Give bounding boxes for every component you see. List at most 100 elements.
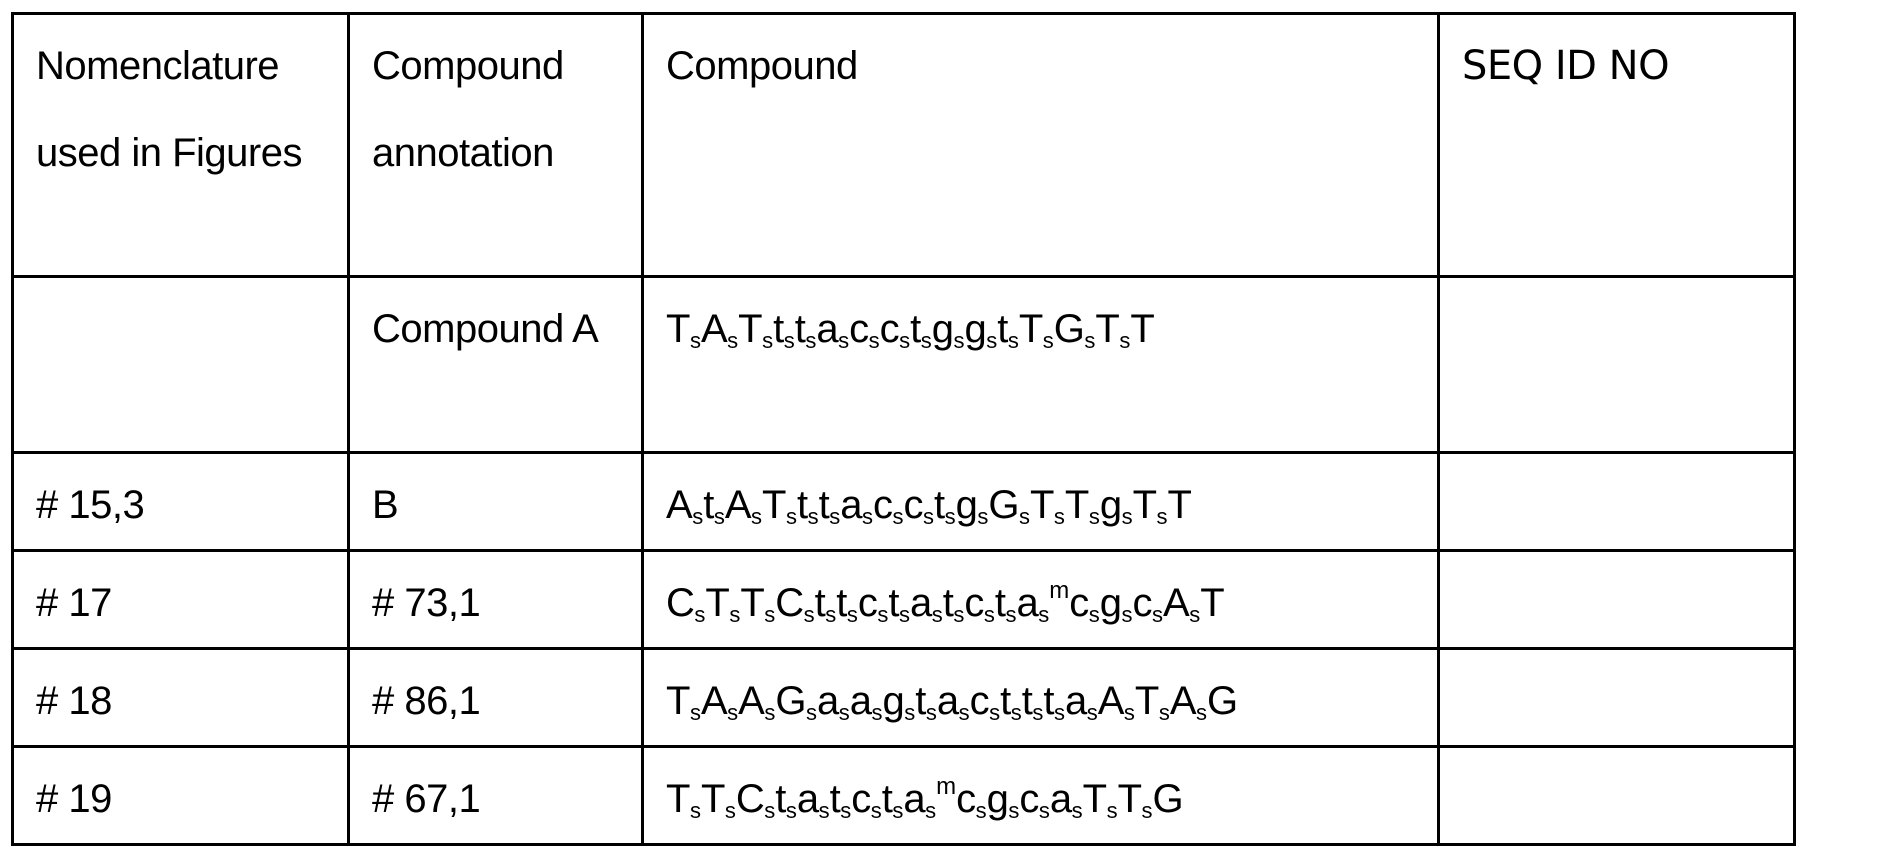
methyl-prefix: m	[936, 773, 957, 800]
cell-nomenclature: # 15,3	[11, 451, 350, 552]
nucleotide: A	[1097, 679, 1125, 723]
nucleotide: T	[738, 307, 763, 351]
cell-annotation: # 67,1	[347, 745, 644, 846]
table-row: # 19 # 67,1 TsTsCstsastscstsasmcsgscsasT…	[11, 745, 1796, 846]
linkage-subscript: s	[764, 602, 776, 627]
nucleotide: T	[1029, 483, 1054, 527]
linkage-subscript: s	[764, 700, 776, 725]
nucleotide: c	[969, 679, 990, 723]
linkage-subscript: s	[689, 328, 701, 353]
nucleotide: A	[700, 307, 728, 351]
linkage-subscript: s	[1032, 700, 1044, 725]
nucleotide: a	[1016, 581, 1039, 625]
linkage-subscript: s	[1152, 602, 1164, 627]
linkage-subscript: s	[861, 504, 873, 529]
nucleotide: T	[1082, 777, 1107, 821]
linkage-subscript: s	[807, 504, 819, 529]
cell-annotation: # 73,1	[347, 549, 644, 650]
nucleotide: T	[700, 777, 725, 821]
linkage-subscript: s	[762, 328, 774, 353]
cell-compound-sequence: AstsAsTststsascscstsgsGsTsTsgsTsT	[641, 451, 1440, 552]
linkage-subscript: s	[805, 700, 817, 725]
linkage-subscript: s	[803, 602, 815, 627]
nucleotide: a	[796, 777, 819, 821]
nucleotide: A	[738, 679, 765, 723]
nucleotide: t	[994, 581, 1006, 625]
cell-nomenclature: # 19	[11, 745, 350, 846]
linkage-subscript: s	[1007, 328, 1019, 353]
cell-seq-id	[1437, 647, 1796, 748]
header-nomenclature: Nomenclature used in Figures	[11, 12, 350, 278]
nucleotide: A	[1163, 581, 1190, 625]
cell-seq-id	[1437, 275, 1796, 454]
linkage-subscript: s	[764, 798, 776, 823]
linkage-subscript: s	[1088, 504, 1100, 529]
linkage-subscript: s	[931, 602, 943, 627]
nucleotide: T	[1130, 307, 1155, 351]
nucleotide: g	[931, 307, 954, 351]
nucleotide: a	[849, 679, 872, 723]
nucleotide: a	[903, 777, 926, 821]
table-header-row: Nomenclature used in Figures Compound an…	[11, 12, 1796, 278]
linkage-subscript: s	[785, 798, 797, 823]
nucleotide: T	[666, 307, 690, 351]
table-row: # 17 # 73,1 CsTsTsCststscstsastscstsasmc…	[11, 549, 1796, 650]
linkage-subscript: s	[1121, 504, 1133, 529]
linkage-subscript: s	[825, 602, 837, 627]
linkage-subscript: s	[953, 602, 965, 627]
cell-compound-sequence: TsAsTststsascscstsgsgstsTsGsTsT	[641, 275, 1440, 454]
linkage-subscript: s	[846, 602, 858, 627]
nucleotide: T	[1134, 679, 1159, 723]
linkage-subscript: s	[892, 798, 904, 823]
nucleotide: g	[1099, 483, 1122, 527]
linkage-subscript: s	[983, 602, 995, 627]
linkage-subscript: s	[783, 328, 795, 353]
linkage-subscript: s	[692, 504, 704, 529]
nucleotide: t	[942, 581, 954, 625]
cell-annotation: Compound A	[347, 275, 644, 454]
nucleotide: C	[666, 581, 695, 625]
nucleotide: A	[724, 483, 752, 527]
linkage-subscript: s	[829, 504, 841, 529]
nucleotide: t	[814, 581, 826, 625]
nucleotide: t	[773, 307, 784, 351]
nucleotide: t	[888, 581, 900, 625]
nucleotide: T	[705, 581, 730, 625]
linkage-subscript: s	[838, 328, 850, 353]
nucleotide: a	[910, 581, 932, 625]
cell-nomenclature	[11, 275, 350, 454]
linkage-subscript: s	[925, 798, 937, 823]
nucleotide: g	[986, 777, 1009, 821]
nucleotide: A	[1169, 679, 1197, 723]
nucleotide: T	[1018, 307, 1043, 351]
nucleotide: g	[955, 483, 978, 527]
linkage-subscript: s	[977, 504, 989, 529]
nucleotide: t	[915, 679, 926, 723]
nucleotide: t	[1000, 679, 1011, 723]
linkage-subscript: s	[694, 602, 706, 627]
nucleotide: G	[1207, 679, 1238, 723]
cell-seq-id	[1437, 745, 1796, 846]
nucleotide: G	[988, 483, 1019, 527]
nucleotide: c	[964, 581, 984, 625]
nucleotide: T	[1064, 483, 1089, 527]
nucleotide: a	[1049, 777, 1072, 821]
linkage-subscript: s	[1053, 700, 1065, 725]
nucleotide: c	[849, 307, 869, 351]
nucleotide: T	[762, 483, 786, 527]
linkage-subscript: s	[892, 504, 904, 529]
linkage-subscript: s	[1038, 602, 1050, 627]
cell-compound-sequence: TsTsCstsastscstsasmcsgscsasTsTsG	[641, 745, 1440, 846]
nucleotide: G	[1053, 307, 1085, 351]
linkage-subscript: s	[899, 602, 911, 627]
linkage-subscript: s	[751, 504, 762, 529]
nucleotide: G	[1152, 777, 1184, 821]
linkage-subscript: s	[1005, 602, 1017, 627]
nucleotide: T	[1132, 483, 1157, 527]
linkage-subscript: s	[958, 700, 970, 725]
linkage-subscript: s	[1119, 328, 1131, 353]
linkage-subscript: s	[1123, 700, 1135, 725]
linkage-subscript: s	[870, 798, 882, 823]
linkage-subscript: s	[1084, 328, 1096, 353]
nucleotide: C	[735, 777, 765, 821]
